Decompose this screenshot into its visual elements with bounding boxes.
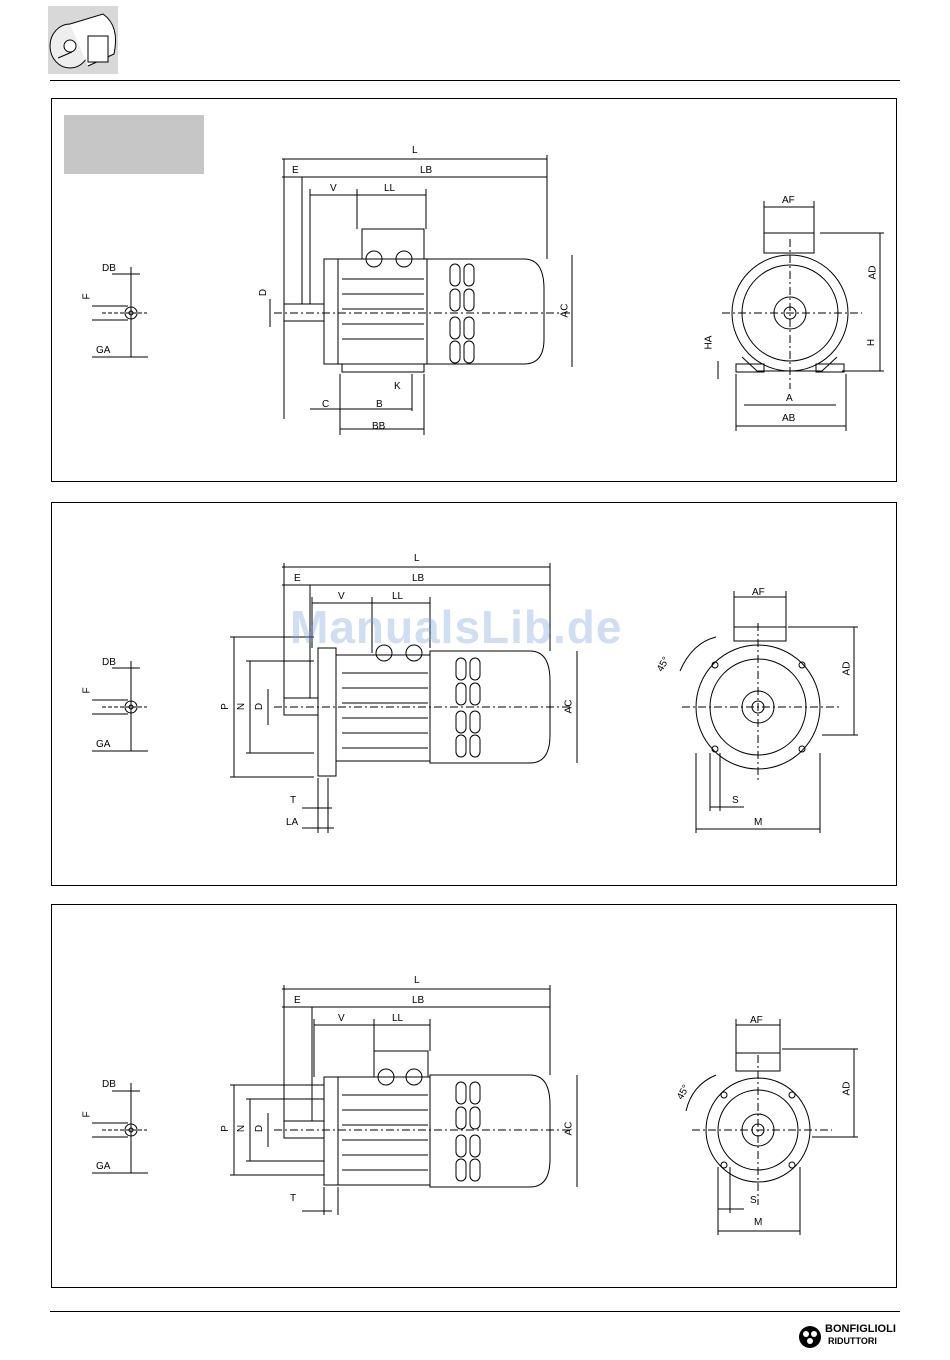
- dim-label-ll: LL: [384, 183, 395, 194]
- dim-label-ga: GA: [96, 345, 110, 356]
- dim-label-a: A: [786, 393, 793, 404]
- dim-label-p: P: [220, 703, 231, 710]
- dim-label-d: D: [254, 703, 265, 710]
- dim-label-lb: LB: [412, 995, 424, 1006]
- dim-label-h: H: [866, 339, 877, 346]
- flange-b5-motor-drawing: [52, 503, 898, 887]
- brand-mark-icon: [798, 1325, 822, 1349]
- dim-label-lb: LB: [412, 573, 424, 584]
- dim-label-s: S: [750, 1195, 757, 1206]
- dim-label-t: T: [290, 1193, 296, 1204]
- dim-label-af: AF: [750, 1015, 763, 1026]
- dim-label-f: F: [82, 687, 93, 693]
- dim-label-p: P: [220, 1125, 231, 1132]
- dim-label-s: S: [732, 795, 739, 806]
- dim-label-ll: LL: [392, 1013, 403, 1024]
- dim-label-db: DB: [102, 657, 116, 668]
- dim-label-ac: AC: [563, 1122, 574, 1136]
- dim-label-bb: BB: [372, 421, 385, 432]
- dim-label-ga: GA: [96, 739, 110, 750]
- dim-label-n: N: [236, 1125, 247, 1132]
- dim-label-e: E: [292, 165, 299, 176]
- brand-logo: BONFIGLIOLI RIDUTTORI: [798, 1321, 918, 1357]
- dim-label-f: F: [82, 293, 93, 299]
- brand-sub: RIDUTTORI: [828, 1336, 877, 1346]
- dim-label-k: K: [394, 381, 401, 392]
- dim-label-c: C: [322, 399, 329, 410]
- dim-label-ga: GA: [96, 1161, 110, 1172]
- flange-b14-motor-drawing: [52, 905, 898, 1289]
- dim-label-ad: AD: [841, 662, 852, 676]
- dim-label-ad: AD: [867, 266, 878, 280]
- dim-label-v: V: [338, 1013, 345, 1024]
- dim-label-db: DB: [102, 1079, 116, 1090]
- dim-label-lb: LB: [420, 165, 432, 176]
- dim-label-m: M: [754, 817, 762, 828]
- dim-label-m: M: [754, 1217, 762, 1228]
- watermark: ManualsLib.de: [290, 600, 622, 654]
- dim-label-af: AF: [782, 195, 795, 206]
- dim-label-ha: HA: [703, 336, 714, 350]
- dim-label-l: L: [414, 553, 420, 564]
- dim-label-t: T: [290, 795, 296, 806]
- dim-label-e: E: [294, 573, 301, 584]
- brand-name: BONFIGLIOLI: [825, 1323, 896, 1335]
- dim-label-d: D: [254, 1125, 265, 1132]
- dim-label-f: F: [82, 1111, 93, 1117]
- dim-label-l: L: [412, 145, 418, 156]
- dim-label-d: D: [258, 289, 269, 296]
- dim-label-la: LA: [286, 817, 298, 828]
- dim-label-v: V: [330, 183, 337, 194]
- dim-label-b: B: [376, 399, 383, 410]
- header-rule: [50, 80, 900, 81]
- dim-label-n: N: [236, 703, 247, 710]
- dim-label-l: L: [414, 975, 420, 986]
- footer-rule: [50, 1311, 900, 1312]
- dim-label-ac: AC: [559, 304, 570, 318]
- dim-label-af: AF: [752, 587, 765, 598]
- foot-motor-drawing: [52, 99, 898, 483]
- dim-label-ac: AC: [563, 700, 574, 714]
- panel-flange-b14: DB F GA L E LB V LL P N D AC T AF AD 45°…: [51, 904, 897, 1288]
- dim-label-db: DB: [102, 263, 116, 274]
- motor-thumbnail-icon: [48, 6, 168, 81]
- dim-label-ab: AB: [782, 413, 795, 424]
- dim-label-e: E: [294, 995, 301, 1006]
- panel-flange-b5: DB F GA L E LB V LL P N D AC T LA AF AD …: [51, 502, 897, 886]
- panel-foot-mounted: DB F GA L E LB V LL D AC C B K BB AF AD …: [51, 98, 897, 482]
- dim-label-ad: AD: [841, 1082, 852, 1096]
